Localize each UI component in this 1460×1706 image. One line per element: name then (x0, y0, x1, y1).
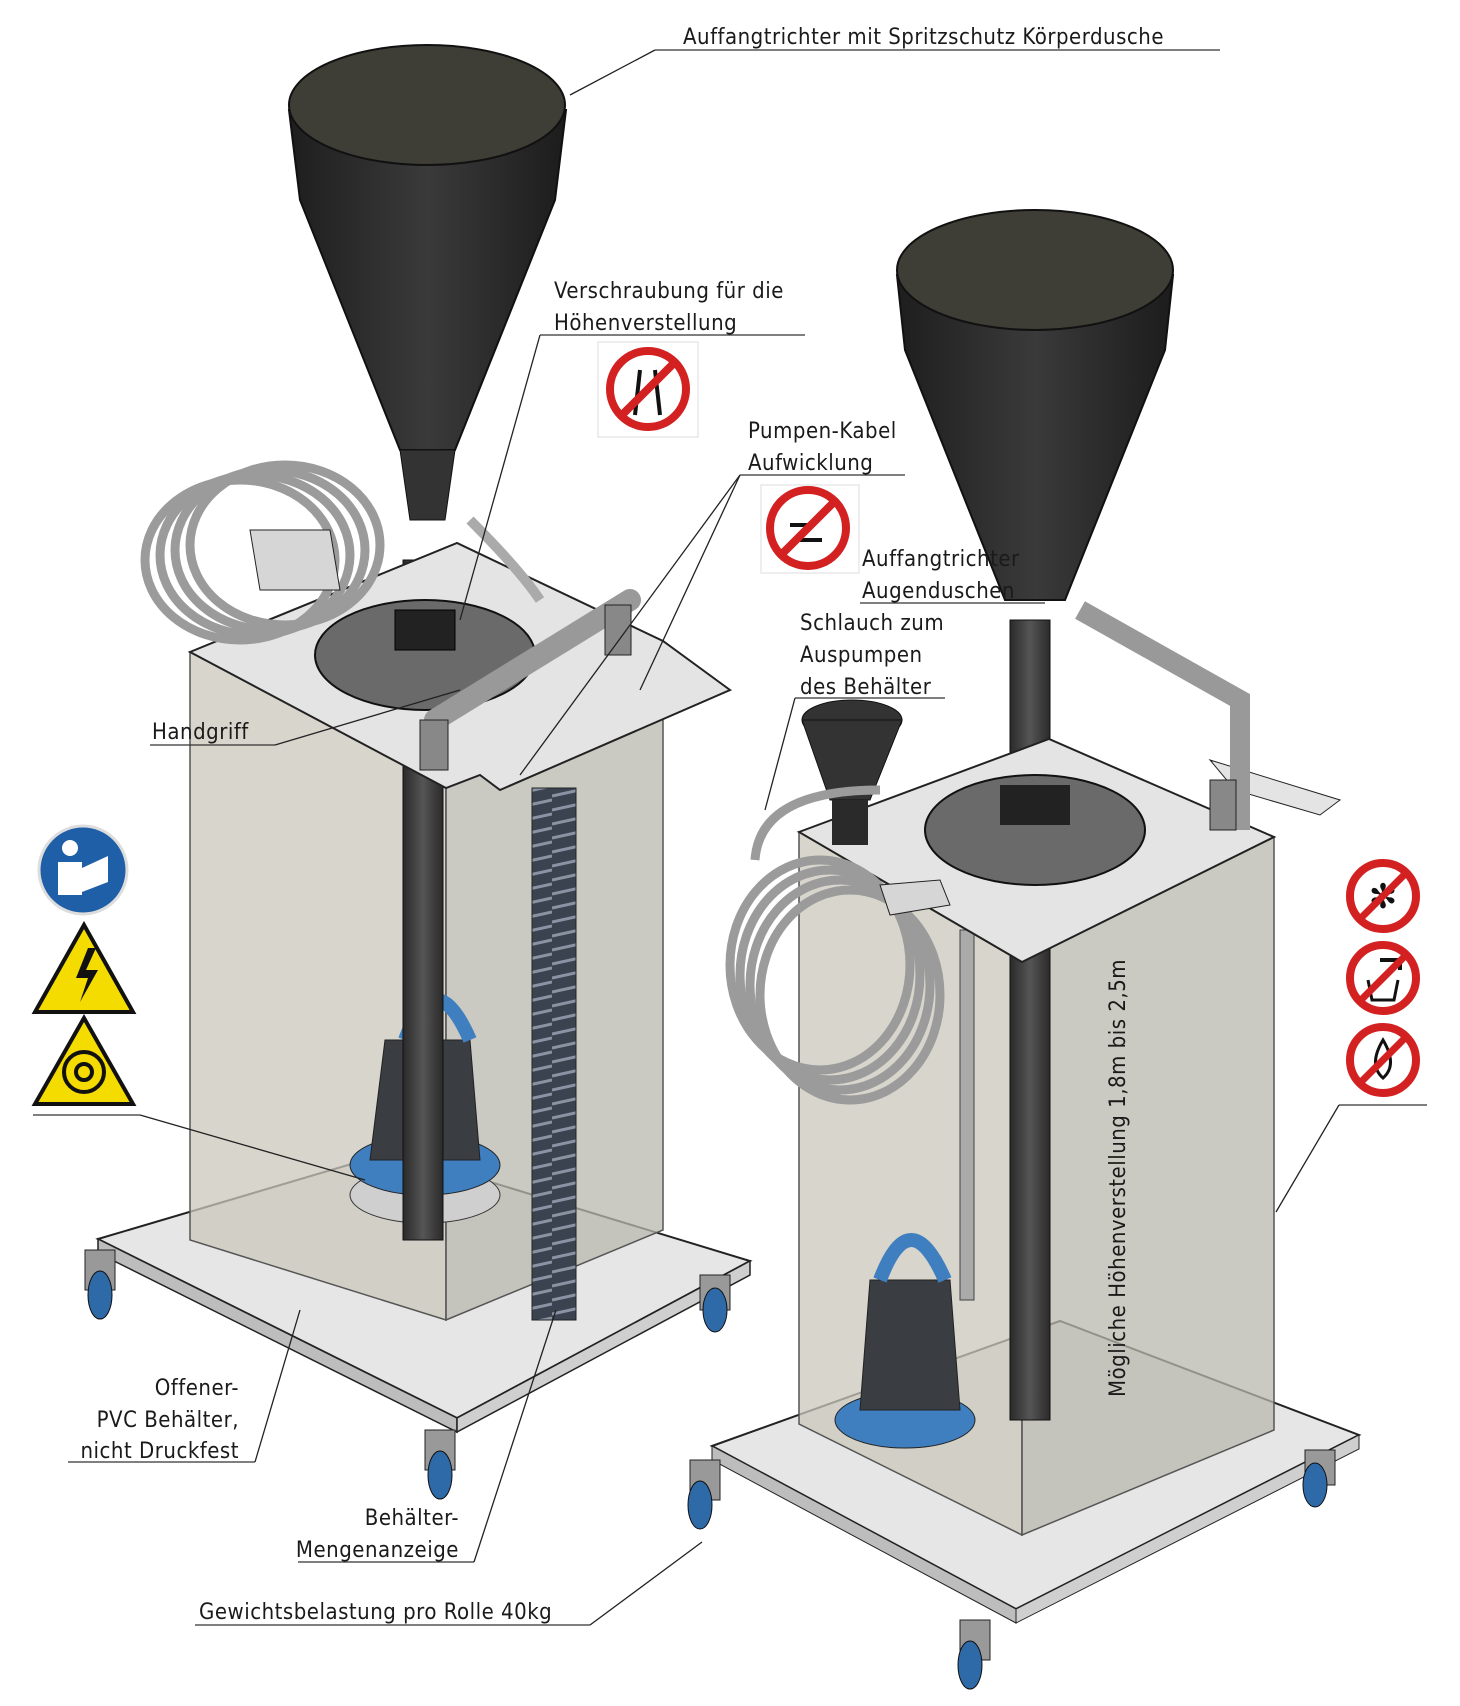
label-load: Gewichtsbelastung pro Rolle 40kg (199, 1600, 552, 1625)
caster (84, 1249, 116, 1320)
caster (957, 1619, 991, 1690)
left-unit (84, 44, 753, 1500)
sign-read-manual (33, 823, 136, 919)
label-container: nicht Druckfest (81, 1439, 240, 1464)
label-handle: Handgriff (152, 720, 249, 745)
label-height-range: Mögliche Höhenverstellung 1,8m bis 2,5m (1106, 959, 1131, 1397)
label-level-indicator: Mengenanzeige (296, 1538, 459, 1563)
funnel-body-shower (287, 44, 568, 521)
right-unit (687, 209, 1362, 1690)
handle (424, 589, 641, 731)
label-funnel-body-shower: Auffangtrichter mit Spritzschutz Körperd… (683, 25, 1164, 50)
label-funnel-eye-shower: Auffangtrichter (862, 547, 1020, 572)
label-hose: des Behälter (800, 675, 932, 700)
label-height-screw: Höhenverstellung (554, 311, 737, 336)
funnel-eye-shower (801, 699, 903, 845)
label-pump-cable: Aufwicklung (748, 451, 873, 476)
caster (1302, 1449, 1336, 1508)
submersible-pump (834, 1233, 976, 1449)
caster (424, 1429, 456, 1500)
pump-cable-coil (725, 785, 945, 1105)
caster (687, 1459, 721, 1530)
funnel-body-shower (895, 209, 1175, 601)
label-container: PVC Behälter, (97, 1408, 239, 1433)
label-container: Offener- (155, 1376, 239, 1401)
hose (1075, 601, 1250, 830)
label-height-screw: Verschraubung für die (554, 279, 784, 304)
level-indicator (531, 787, 577, 1321)
sign-no-water (1346, 1023, 1420, 1097)
label-hose: Auspumpen (800, 643, 923, 668)
sign-no-unplug (760, 484, 860, 574)
leader-lines (33, 49, 1427, 1626)
sign-rotating-parts-hazard (31, 1013, 137, 1106)
label-hose: Schlauch zum (800, 611, 944, 636)
label-level-indicator: Behälter- (365, 1506, 459, 1531)
label-pump-cable: Pumpen-Kabel (748, 419, 897, 444)
label-funnel-eye-shower: Augenduschen (862, 579, 1015, 604)
sign-no-drinking-water (1346, 941, 1420, 1015)
sign-no-tools (597, 341, 699, 438)
caster (699, 1274, 731, 1333)
flange (924, 774, 1146, 886)
sign-electric-hazard (31, 920, 137, 1014)
